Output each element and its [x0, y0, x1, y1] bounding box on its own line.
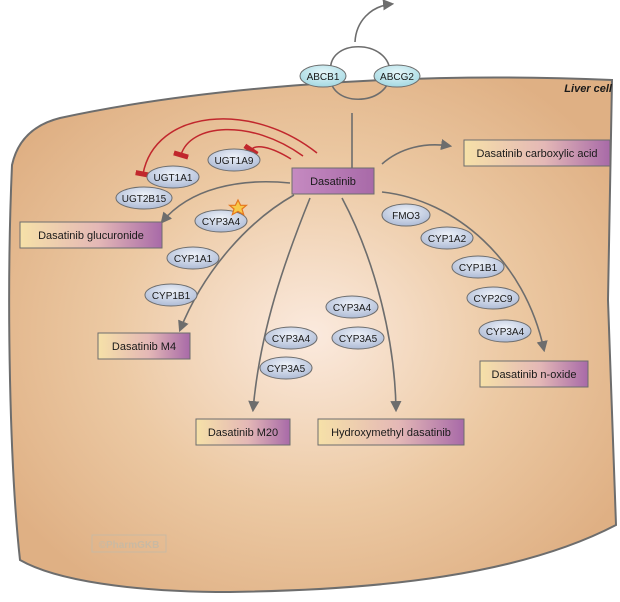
enzyme-ugt1a1: UGT1A1 — [146, 165, 200, 189]
metabolite-label: Dasatinib M20 — [208, 427, 278, 439]
enzyme-label: CYP1B1 — [459, 263, 498, 274]
metabolite-n-oxide: Dasatinib n-oxide — [479, 360, 589, 388]
enzyme-label: CYP2C9 — [474, 294, 513, 305]
enzyme-fmo3: FMO3 — [381, 203, 431, 227]
enzyme-label: CYP1B1 — [152, 291, 191, 302]
enzyme-cyp1a2: CYP1A2 — [420, 226, 474, 250]
inhibition-ugt1a1 — [173, 128, 304, 160]
watermark-box — [91, 534, 167, 553]
inhibition-ugt2b15 — [135, 118, 318, 178]
enzyme-cyp1b1-m4: CYP1B1 — [144, 283, 198, 307]
metabolite-label: Dasatinib carboxylic acid — [476, 148, 597, 160]
enzyme-label: FMO3 — [392, 211, 420, 222]
enzyme-label: CYP3A4 — [202, 217, 241, 228]
metabolite-label: Dasatinib M4 — [112, 341, 176, 353]
metabolite-glucuronide: Dasatinib glucuronide — [19, 221, 163, 249]
enzyme-cyp3a4-hydroxymethyl: CYP3A4 — [325, 295, 379, 319]
enzyme-label: CYP1A1 — [174, 254, 213, 265]
enzyme-label: CYP1A2 — [428, 234, 467, 245]
arrow-to-hydroxymethyl — [341, 197, 402, 413]
enzyme-ugt1a9: UGT1A9 — [207, 148, 261, 172]
arrow-to-n-oxide — [381, 191, 548, 353]
star-icon — [227, 198, 249, 216]
enzyme-cyp2c9: CYP2C9 — [466, 286, 520, 310]
enzyme-label: UGT1A1 — [154, 173, 193, 184]
arrow-to-m4 — [178, 194, 295, 333]
metabolite-m20: Dasatinib M20 — [195, 418, 291, 446]
metabolite-m4: Dasatinib M4 — [97, 332, 191, 360]
enzyme-label: CYP3A5 — [339, 334, 378, 345]
metabolite-label: Hydroxymethyl dasatinib — [331, 427, 451, 439]
transporter-label: ABCB1 — [307, 72, 340, 83]
enzyme-cyp1b1-n-oxide: CYP1B1 — [451, 255, 505, 279]
arrow-to-carboxylic-acid — [381, 139, 453, 165]
enzyme-cyp3a4-m20: CYP3A4 — [264, 326, 318, 350]
cell-label: Liver cell — [564, 83, 613, 95]
metabolite-hydroxymethyl: Hydroxymethyl dasatinib — [317, 418, 465, 446]
enzyme-label: CYP3A4 — [486, 327, 525, 338]
transporter-label: ABCG2 — [380, 72, 414, 83]
drug-label: Dasatinib — [310, 176, 356, 188]
enzyme-label: UGT2B15 — [122, 194, 167, 205]
watermark: ©PharmGKB — [99, 540, 160, 551]
transporter-abcb1: ABCB1 — [299, 64, 347, 88]
enzyme-label: CYP3A4 — [333, 303, 372, 314]
enzyme-label: UGT1A9 — [215, 156, 254, 167]
enzyme-cyp3a5-m20: CYP3A5 — [259, 356, 313, 380]
arrow-to-glucuronide — [160, 180, 291, 224]
metabolite-label: Dasatinib n-oxide — [492, 369, 577, 381]
enzyme-cyp3a4-n-oxide: CYP3A4 — [478, 319, 532, 343]
enzyme-cyp3a5-hydroxymethyl: CYP3A5 — [331, 326, 385, 350]
transporter-abcg2: ABCG2 — [373, 64, 421, 88]
drug-dasatinib: Dasatinib — [291, 167, 375, 195]
enzyme-label: CYP3A4 — [272, 334, 311, 345]
enzyme-cyp3a4-m4: CYP3A4 — [194, 209, 248, 233]
enzyme-cyp1a1-m4: CYP1A1 — [166, 246, 220, 270]
enzyme-ugt2b15: UGT2B15 — [115, 186, 173, 210]
enzyme-label: CYP3A5 — [267, 364, 306, 375]
inhibition-ugt1a9 — [243, 143, 292, 160]
arrow-to-m20 — [248, 197, 311, 413]
efflux-arrow — [354, 0, 395, 43]
metabolite-label: Dasatinib glucuronide — [38, 230, 144, 242]
metabolite-carboxylic-acid: Dasatinib carboxylic acid — [463, 139, 611, 167]
